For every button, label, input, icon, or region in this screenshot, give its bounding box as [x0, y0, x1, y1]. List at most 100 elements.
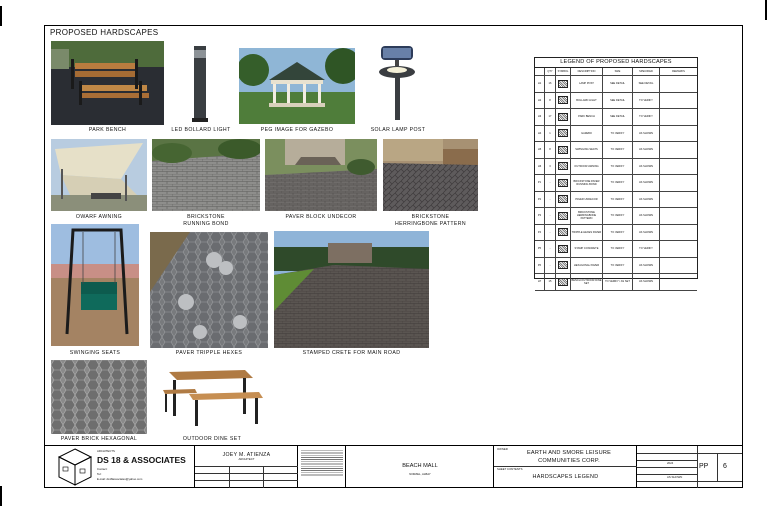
awning-caption: OWARF AWNING: [75, 214, 123, 220]
swing-caption: SWINGING SEATS: [69, 350, 121, 356]
legend-cell-description: PARK BENCH: [571, 109, 603, 125]
legend-cell-qty: 17: [545, 109, 556, 125]
info-rule-6: [697, 446, 698, 488]
info-rule-5: [637, 481, 742, 482]
designer-rule-3: [195, 480, 298, 481]
legend-cell-no: P5: [535, 241, 545, 257]
paver-hexagonal-caption: PAVER BRICK HEXAGONAL: [60, 436, 138, 442]
brickstone-herringbone-caption-2: HERRINGBONE PATTERN: [394, 221, 467, 227]
legend-cell-no: P1: [535, 175, 545, 191]
gazebo-caption: PEG IMAGE FOR GAZEBO: [260, 127, 334, 133]
legend-cell-specified: SEE DETAIL: [633, 76, 660, 92]
legend-cell-description: PAVER UNDECOR: [571, 191, 603, 207]
designer-title: ARCHITECT: [238, 457, 255, 461]
legend-header-row: QTY SYMBOL DESCRIPTION SIZE SPECIFIED RE…: [535, 68, 697, 76]
legend-symbol-icon: [558, 178, 568, 187]
legend-cell-qty: -: [545, 175, 556, 191]
firm-name: DS 18 & ASSOCIATES: [97, 455, 186, 465]
legend-cell-remarks: [660, 109, 697, 125]
legend-cell-no: H4: [535, 125, 545, 141]
owner-rule: [494, 466, 637, 467]
legend-cell-symbol: [556, 208, 571, 224]
gazebo-photo: [239, 48, 355, 124]
legend-cell-size: TO VERIFY: [603, 257, 633, 273]
legend-symbol-icon: [558, 96, 568, 105]
legend-cell-qty: 15: [545, 274, 556, 290]
legend-cell-symbol: [556, 125, 571, 141]
legend-cell-specified: AS SHOWN: [633, 274, 660, 290]
legend-cell-qty: 1: [545, 125, 556, 141]
project-location: NORZEL, ALBAY: [409, 472, 431, 476]
legend-cell-size: SEE DETAIL: [603, 76, 633, 92]
legend-symbol-icon: [558, 112, 568, 121]
legend-table: LEGEND OF PROPOSED HARDSCAPES QTY SYMBOL…: [534, 57, 698, 291]
legend-cell-specified: TO VERIFY: [633, 109, 660, 125]
legend-cell-description: STAMP CONCRETE: [571, 241, 603, 257]
crop-mark-bottom-left: [0, 486, 2, 506]
date-value: 2024: [667, 461, 674, 465]
legend-cell-description: GAZEBO: [571, 125, 603, 141]
park-bench-caption: PARK BENCH: [88, 127, 127, 133]
legend-cell-symbol: [556, 76, 571, 92]
legend-cell-remarks: [660, 208, 697, 224]
designer-rule-4: [229, 466, 230, 488]
solar-lamp-caption: SOLAR LAMP POST: [370, 127, 426, 133]
legend-cell-no: H2: [535, 92, 545, 108]
legend-cell-size: TO VERIFY: [603, 142, 633, 158]
legend-symbol-icon: [558, 162, 568, 171]
legend-cell-specified: AS SHOWN: [633, 158, 660, 174]
legend-cell-remarks: [660, 93, 697, 109]
info-rule-3: [637, 467, 697, 468]
legend-header-description: DESCRIPTION: [571, 68, 603, 75]
project-name: BEACH MALL: [402, 463, 438, 469]
owner-label: OWNER: [497, 447, 508, 451]
legend-cell-no: P2: [535, 191, 545, 207]
legend-cell-no: P3: [535, 208, 545, 224]
paver-block-photo: [265, 139, 377, 211]
brickstone-herringbone-photo: [383, 139, 478, 211]
legend-cell-no: H1: [535, 76, 545, 92]
legend-symbol-icon: [558, 145, 568, 154]
sheet-title: PROPOSED HARDSCAPES: [50, 28, 159, 37]
info-rule-1: [637, 453, 742, 454]
legend-cell-qty: -: [545, 241, 556, 257]
legend-cell-specified: AS SHOWN: [633, 142, 660, 158]
legend-header-remarks: REMARKS: [672, 70, 685, 73]
legend-cell-no: H3: [535, 109, 545, 125]
firm-contact: Contact:: [97, 467, 108, 471]
firm-tel: Tel:: [97, 472, 102, 476]
legend-cell-specified: AS SHOWN: [633, 257, 660, 273]
owner-cell: OWNER EARTH AND SMORE LEISURE COMMUNITIE…: [494, 446, 637, 488]
legend-cell-description: TRIPPLE HEXES PAVER: [571, 224, 603, 240]
title-block: ARCHITECTS DS 18 & ASSOCIATES Contact: T…: [45, 445, 742, 488]
legend-cell-description: SWINGING SEATS: [571, 142, 603, 158]
legend-cell-no: P4: [535, 224, 545, 240]
legend-cell-size: SEE DETAIL: [603, 109, 633, 125]
owner-name: EARTH AND SMORE LEISURE COMMUNITIES CORP…: [526, 450, 612, 464]
legend-cell-description: OUTDOOR AWNING: [571, 158, 603, 174]
designer-name: JOEY M. ATIENZA: [222, 452, 271, 458]
legend-cell-size: TO VERIFY: [603, 191, 633, 207]
designer-rule-5: [263, 466, 264, 488]
legend-cell-symbol: [556, 175, 571, 191]
led-bollard-caption: LED BOLLARD LIGHT: [171, 127, 231, 133]
legend-cell-remarks: [660, 258, 697, 274]
legend-cell-size: SEE DETAIL: [603, 92, 633, 108]
scale-value: AS SHOWN: [667, 475, 683, 479]
paver-hexes-caption: PAVER TRIPPLE HEXES: [175, 350, 243, 356]
legend-cell-size: TO VERIFY: [603, 125, 633, 141]
drawing-sheet: PROPOSED HARDSCAPES PARK BENCH LED BOLLA…: [44, 25, 743, 488]
sheet-info-cell: 2024 AS SHOWN PP 6: [637, 446, 742, 488]
legend-cell-no: H5: [535, 142, 545, 158]
legend-cell-size: TO VERIFY / AS SET: [603, 274, 633, 290]
legend-cell-specified: AS SHOWN: [633, 175, 660, 191]
firm-email: E-mail: ds18associates@yahoo.com: [97, 477, 143, 481]
sheet-contents-label: SHEET CONTENTS: [497, 467, 523, 471]
dine-set-caption: OUTDOOR DINE SET: [182, 436, 242, 442]
firm-cell: ARCHITECTS DS 18 & ASSOCIATES Contact: T…: [45, 446, 195, 488]
legend-cell-specified: AS SHOWN: [633, 191, 660, 207]
